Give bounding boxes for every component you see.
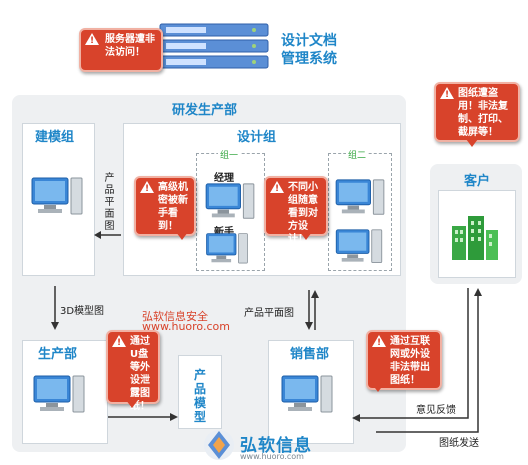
computer-icon	[335, 179, 385, 215]
logo-url: www.huoro.com	[240, 452, 304, 461]
sales-title: 销售部	[290, 347, 330, 362]
customer-title: 客户	[464, 174, 491, 189]
design-group-title: 设计组	[237, 130, 277, 145]
product-plan-vertical-label: 产品平面图	[104, 173, 115, 232]
alert-tail	[176, 232, 188, 240]
group-two-label: 组二	[346, 148, 369, 161]
alert-usb-leak: ! 通过U盘等外设泄露图纸！	[106, 330, 160, 412]
alert-tail	[126, 400, 138, 408]
send-label: 图纸发送	[439, 438, 479, 449]
computer-icon	[206, 233, 248, 264]
office-building-icon	[452, 216, 498, 260]
product-model-label: 产品模型	[193, 368, 206, 424]
alert-customer-misuse-text: 图纸遭盗用！非法复制、打印、截屏等！	[458, 88, 508, 138]
bidirectional-arrow-icon	[305, 290, 319, 330]
rd-department-title: 研发生产部	[172, 103, 238, 118]
watermark-company: 弘软信息安全	[142, 310, 208, 323]
computer-icon	[335, 229, 383, 263]
server-rack-icon	[159, 23, 269, 69]
group-one-label: 组一	[218, 148, 241, 161]
arrow-down-icon	[51, 286, 59, 330]
computer-icon	[31, 177, 83, 215]
doc-system-title-line1: 设计文档	[281, 33, 337, 49]
model-3d-label: 3D模型图	[60, 306, 105, 317]
newbie-label: 新手	[214, 227, 234, 238]
doc-system-title-line2: 管理系统	[281, 51, 337, 67]
alert-internet-leak-text: 通过互联网或外设非法带出图纸！	[390, 336, 430, 386]
manager-label: 经理	[214, 173, 234, 184]
watermark-url: www.huoro.com	[142, 320, 230, 333]
alert-usb-leak-text: 通过U盘等外设泄露图纸！	[130, 336, 150, 412]
alert-tail	[300, 232, 312, 240]
alert-senior-leak-text: 高级机密被新手看到！	[158, 182, 188, 232]
alert-internet-leak: ! 通过互联网或外设非法带出图纸！	[366, 330, 442, 390]
production-title: 生产部	[38, 347, 78, 362]
alert-customer-misuse: ! 图纸遭盗用！非法复制、打印、截屏等！	[434, 82, 520, 142]
modeling-group-title: 建模组	[35, 130, 75, 145]
arrow-left-icon	[94, 231, 121, 239]
server-alert-text: 服务器遭非法访问！	[105, 34, 155, 58]
server-alert: ! 服务器遭非法访问！	[79, 28, 163, 72]
alert-groups-leak-text: 不同小组随意看到对方设计！	[288, 182, 318, 245]
computer-icon	[33, 375, 85, 413]
feedback-label: 意见反馈	[416, 405, 456, 416]
alert-senior-leak: ! 高级机密被新手看到！	[134, 176, 196, 236]
computer-icon	[205, 183, 255, 219]
alert-tail	[466, 139, 478, 147]
company-logo-icon	[204, 430, 234, 460]
alert-groups-leak: ! 不同小组随意看到对方设计！	[264, 176, 328, 245]
computer-icon	[281, 375, 333, 413]
alert-tail	[372, 384, 384, 392]
arrow-right-icon	[108, 413, 178, 421]
feedback-arrow-icon	[352, 288, 482, 433]
product-model-box	[178, 355, 222, 429]
product-plan-label: 产品平面图	[244, 308, 294, 319]
logo-text: 弘软信息	[240, 436, 312, 456]
